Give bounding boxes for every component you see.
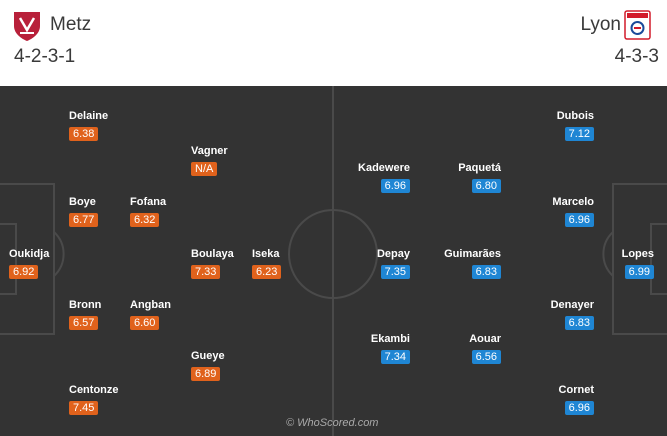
home-player[interactable]: Iseka 6.23 — [252, 248, 322, 280]
player-name: Dubois — [556, 110, 594, 122]
player-name: Aouar — [469, 333, 501, 345]
away-player[interactable]: Ekambi 7.34 — [340, 333, 410, 365]
away-player[interactable]: Cornet 6.96 — [524, 384, 594, 416]
player-rating-badge: 7.12 — [564, 127, 594, 141]
player-name: Oukidja — [9, 248, 50, 260]
home-player[interactable]: Bronn 6.57 — [69, 299, 139, 331]
player-rating-badge: 7.45 — [69, 401, 99, 415]
player-name: Cornet — [558, 384, 594, 396]
away-player[interactable]: Lopes 6.99 — [584, 248, 654, 280]
player-name: Gueye — [191, 350, 225, 362]
player-name: Delaine — [69, 110, 109, 122]
player-name: Denayer — [550, 299, 594, 311]
home-player[interactable]: Delaine 6.38 — [69, 110, 139, 142]
watermark: © WhoScored.com — [286, 417, 379, 429]
player-name: Boye — [69, 196, 96, 208]
player-name: Marcelo — [552, 196, 594, 208]
player-name: Vagner — [191, 145, 228, 157]
player-rating-badge: 6.89 — [191, 367, 221, 381]
away-player[interactable]: Denayer 6.83 — [524, 299, 594, 331]
player-rating-badge: 6.96 — [380, 179, 410, 193]
player-name: Fofana — [130, 196, 167, 208]
player-rating-badge: 6.32 — [130, 213, 160, 227]
player-name: Iseka — [252, 248, 280, 260]
player-name: Bronn — [69, 299, 102, 311]
player-rating-badge: 6.83 — [564, 316, 594, 330]
player-rating-badge: 6.99 — [624, 265, 654, 279]
player-rating-badge: 6.96 — [564, 213, 594, 227]
home-player[interactable]: Fofana 6.32 — [130, 196, 200, 228]
player-rating-badge: 7.35 — [380, 265, 410, 279]
player-name: Depay — [376, 248, 410, 260]
player-name: Kadewere — [358, 162, 410, 174]
away-player[interactable]: Dubois 7.12 — [524, 110, 594, 142]
home-team-name[interactable]: Metz — [50, 14, 92, 35]
home-player[interactable]: Oukidja 6.92 — [9, 248, 79, 280]
player-rating-badge: 6.77 — [69, 213, 99, 227]
home-player[interactable]: Boulaya 7.33 — [191, 248, 261, 280]
player-rating-badge: 7.34 — [380, 350, 410, 364]
player-rating-badge: 6.60 — [130, 316, 160, 330]
player-name: Ekambi — [370, 333, 410, 345]
home-player[interactable]: Angban 6.60 — [130, 299, 200, 331]
player-rating-badge: 6.80 — [471, 179, 501, 193]
away-player[interactable]: Aouar 6.56 — [431, 333, 501, 365]
away-team-name[interactable]: Lyon — [580, 14, 622, 35]
player-rating-badge: 6.92 — [9, 265, 39, 279]
player-name: Paquetá — [458, 162, 501, 174]
away-player[interactable]: Depay 7.35 — [340, 248, 410, 280]
home-player[interactable]: Gueye 6.89 — [191, 350, 261, 382]
lyon-crest-icon — [624, 10, 651, 40]
metz-crest-icon — [14, 12, 40, 41]
player-name: Angban — [130, 299, 171, 311]
player-rating-badge: 6.23 — [252, 265, 282, 279]
player-rating-badge: 6.38 — [69, 127, 99, 141]
away-formation: 4-3-3 — [614, 46, 659, 67]
player-name: Boulaya — [191, 248, 234, 260]
player-name: Guimarães — [444, 248, 501, 260]
home-player[interactable]: Centonze 7.45 — [69, 384, 139, 416]
away-player[interactable]: Guimarães 6.83 — [431, 248, 501, 280]
player-rating-badge: 6.57 — [69, 316, 99, 330]
home-player[interactable]: Boye 6.77 — [69, 196, 139, 228]
pitch: Oukidja 6.92 Delaine 6.38 Boye 6.77 Bron… — [0, 86, 667, 436]
match-header: Metz 4-2-3-1 Lyon 4-3-3 — [0, 0, 667, 86]
away-player[interactable]: Marcelo 6.96 — [524, 196, 594, 228]
home-player[interactable]: Vagner N/A — [191, 145, 261, 177]
pitch-lines — [0, 86, 667, 436]
player-rating-badge: 6.83 — [471, 265, 501, 279]
away-player[interactable]: Paquetá 6.80 — [431, 162, 501, 194]
player-rating-badge: 6.56 — [471, 350, 501, 364]
player-name: Centonze — [69, 384, 119, 396]
player-name: Lopes — [621, 248, 654, 260]
player-rating-badge: N/A — [191, 162, 218, 176]
away-player[interactable]: Kadewere 6.96 — [340, 162, 410, 194]
player-rating-badge: 7.33 — [191, 265, 221, 279]
home-formation: 4-2-3-1 — [14, 46, 76, 67]
player-rating-badge: 6.96 — [564, 401, 594, 415]
